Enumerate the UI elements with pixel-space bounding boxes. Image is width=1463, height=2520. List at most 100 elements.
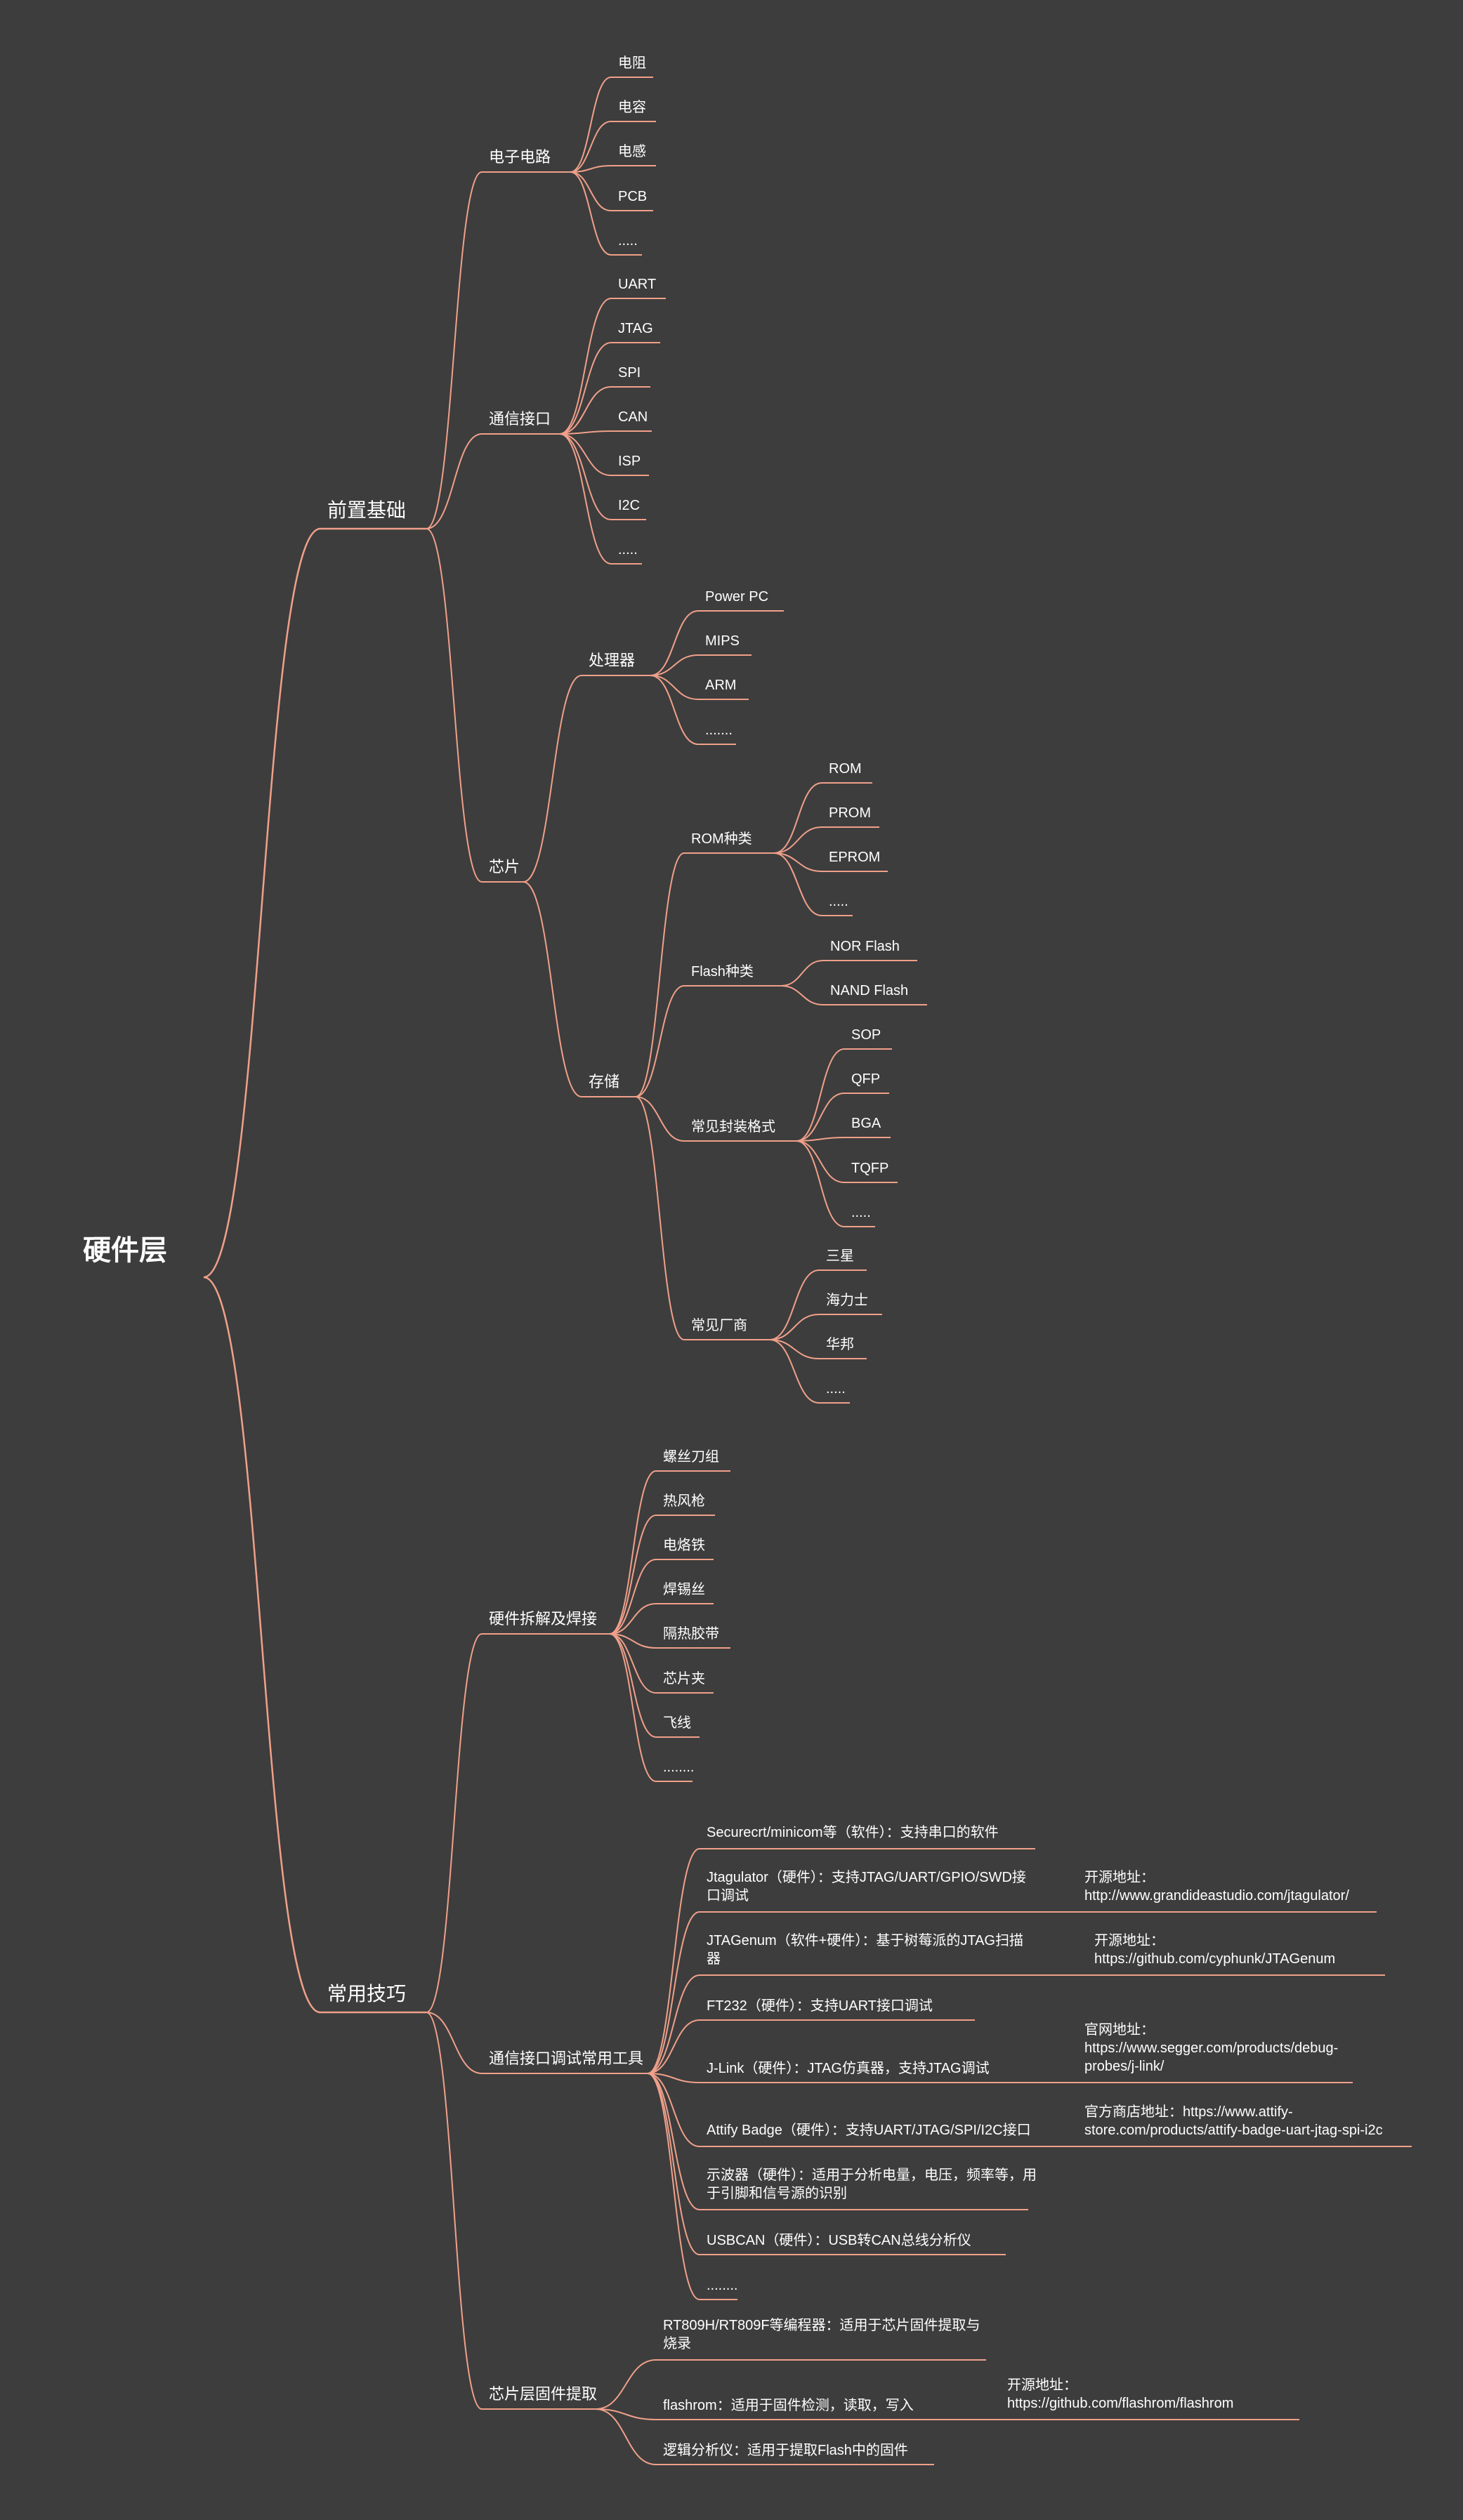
connector-1-0-3 [609,1603,657,1635]
node-label-1-2-2: 逻辑分析仪：适用于提取Flash中的固件 [663,2443,908,2458]
node-label-0-1-6: ..... [618,542,638,558]
node-label-0-2-1-3-0: 三星 [826,1248,854,1264]
node-label-1-2-0: RT809H/RT809F等编程器：适用于芯片固件提取与烧录 [663,2318,980,2351]
node-label-0-2-1-2-3: TQFP [851,1161,889,1176]
node-label-0-2-1: 存储 [589,1073,620,1090]
connector-0-2-0-2 [650,675,699,700]
node-label-1-2: 芯片层固件提取 [489,2385,598,2403]
node-label-0-2-0-3: ....... [705,723,733,738]
connector-0-2-1-3-3 [769,1339,820,1404]
node-label-0-2-1-0-1: PROM [829,805,871,821]
connector-1-1-1 [647,1911,700,2074]
connector-1-1-2 [647,1974,700,2074]
node-label-1-1-2: JTAGenum（软件+硬件）：基于树莓派的JTAG扫描器 [707,1933,1023,1967]
node-label-1-0-5: 芯片夹 [663,1671,705,1687]
node-label-1-2-1-0: 开源地址：https://github.com/flashrom/flashro… [1007,2377,1234,2411]
connector-1-2-2 [595,2408,657,2465]
node-label-0-2-1-3-3: ..... [826,1381,846,1397]
connector-1-2-1 [595,2408,657,2420]
node-label-1-1-4: J-Link（硬件）：JTAG仿真器，支持JTAG调试 [707,2061,990,2076]
connector-0-2-1-2-3 [796,1140,845,1183]
node-label-1-0-6: 飞线 [663,1715,691,1731]
node-label-root: 硬件层 [83,1235,167,1266]
node-label-1-0-1: 热风枪 [663,1493,705,1509]
node-label-0-0: 电子电路 [489,148,551,166]
connector-0-2-1-2 [635,1096,685,1142]
node-label-0-1-1: JTAG [618,321,653,336]
node-label-0-2-1-2-1: QFP [851,1071,881,1087]
connector-0-2-1-2-1 [796,1093,845,1142]
connector-0-2-0-0 [650,610,699,676]
connector-0-1-6 [559,433,612,565]
connector-1-1-6 [647,2073,700,2210]
node-label-1-0-7: ........ [663,1760,695,1775]
connector-1-1-3 [647,2019,700,2074]
connector-0-2-1-0-0 [773,782,822,854]
connector-0-2-1-1 [635,985,685,1097]
connector-1-2-0 [595,2359,657,2410]
connector-0-1-1 [559,342,612,435]
node-label-1-0-4: 隔热胶带 [663,1626,719,1642]
node-label-0-2-0: 处理器 [589,652,636,669]
node-label-0-2-1-1-1: NAND Flash [830,983,909,998]
connector-1-1-8 [647,2073,700,2300]
connector-1 [203,1276,321,2014]
node-label-0-2-1-3: 常见厂商 [691,1318,747,1333]
connector-0-0-3 [570,171,612,211]
connector-0-2-1-3 [635,1096,685,1340]
connector-0-2-0-3 [650,675,699,745]
connector-0-2-1-2-0 [796,1048,845,1142]
node-label-0-2-1-0-2: EPROM [829,850,881,865]
connector-0-2-1-0-1 [773,826,822,854]
node-label-0-2-1-2-0: SOP [851,1027,881,1043]
connector-0-2-1-1-0 [780,960,824,987]
node-label-1-1-0: Securecrt/minicom等（软件）：支持串口的软件 [707,1825,999,1840]
node-label-1-0-3: 焊锡丝 [663,1582,705,1597]
node-label-0-2-0-2: ARM [705,678,737,693]
connector-0-2-1-3-0 [769,1269,820,1340]
node-label-0-1-5: I2C [618,498,641,513]
node-label-1-1-2-0: 开源地址：https://github.com/cyphunk/JTAGenum [1094,1933,1336,1967]
node-label-0-2: 芯片 [489,858,520,876]
node-label-0-2-1-0-0: ROM [829,761,862,777]
node-label-0-2-1-2-2: BGA [851,1116,881,1131]
node-label-0-2-1-1: Flash种类 [691,964,754,979]
connector-1-0-2 [609,1559,657,1635]
node-label-1: 常用技巧 [327,1983,407,2005]
node-label-1-1-3: FT232（硬件）：支持UART接口调试 [707,1998,933,2014]
node-label-1-1-7: USBCAN（硬件）：USB转CAN总线分析仪 [707,2233,971,2248]
connector-1-0-0 [609,1470,657,1635]
connector-0-2-1 [523,881,582,1097]
node-label-1-1: 通信接口调试常用工具 [489,2050,644,2067]
connector-1-2 [426,2012,483,2410]
connector-1-0-6 [609,1633,657,1738]
connector-0-2-0-1 [650,654,699,676]
connector-1-0-7 [609,1633,657,1782]
connector-0-2-1-0 [635,852,685,1097]
connector-1-0 [426,1633,483,2013]
node-label-0-0-2: 电感 [618,144,646,159]
connector-0-2-1-2-4 [796,1140,845,1227]
node-label-1-0-0: 螺丝刀组 [663,1449,719,1465]
node-label-0: 前置基础 [327,499,407,521]
node-label-0-2-1-3-2: 华邦 [826,1337,854,1352]
connector-0-2-1-3-1 [769,1314,820,1340]
connector-1-0-5 [609,1633,657,1694]
node-label-0-0-1: 电容 [618,100,646,115]
node-label-0-0-4: ..... [618,233,638,249]
node-label-0-2-1-3-1: 海力士 [826,1293,868,1308]
connector-0-0-4 [570,171,612,256]
node-label-1-1-8: ........ [707,2278,738,2293]
connector-0-0-1 [570,121,612,173]
node-label-1-1-1-0: 开源地址：http://www.grandideastudio.com/jtag… [1084,1870,1349,1904]
connector-0-2-1-3-2 [769,1339,820,1359]
node-label-1-1-4-0: 官网地址：https://www.segger.com/products/deb… [1084,2022,1339,2074]
connector-0-1-2 [559,386,612,435]
connector-1-1-0 [647,1848,700,2074]
node-label-0-2-1-0: ROM种类 [691,831,752,847]
node-label-1-0-2: 电烙铁 [663,1538,705,1553]
connector-0-0-2 [570,165,612,173]
node-label-1-2-1: flashrom：适用于固件检测，读取，写入 [663,2398,914,2413]
connector-0 [203,527,321,1279]
node-label-0-2-1-1-0: NOR Flash [830,939,900,954]
